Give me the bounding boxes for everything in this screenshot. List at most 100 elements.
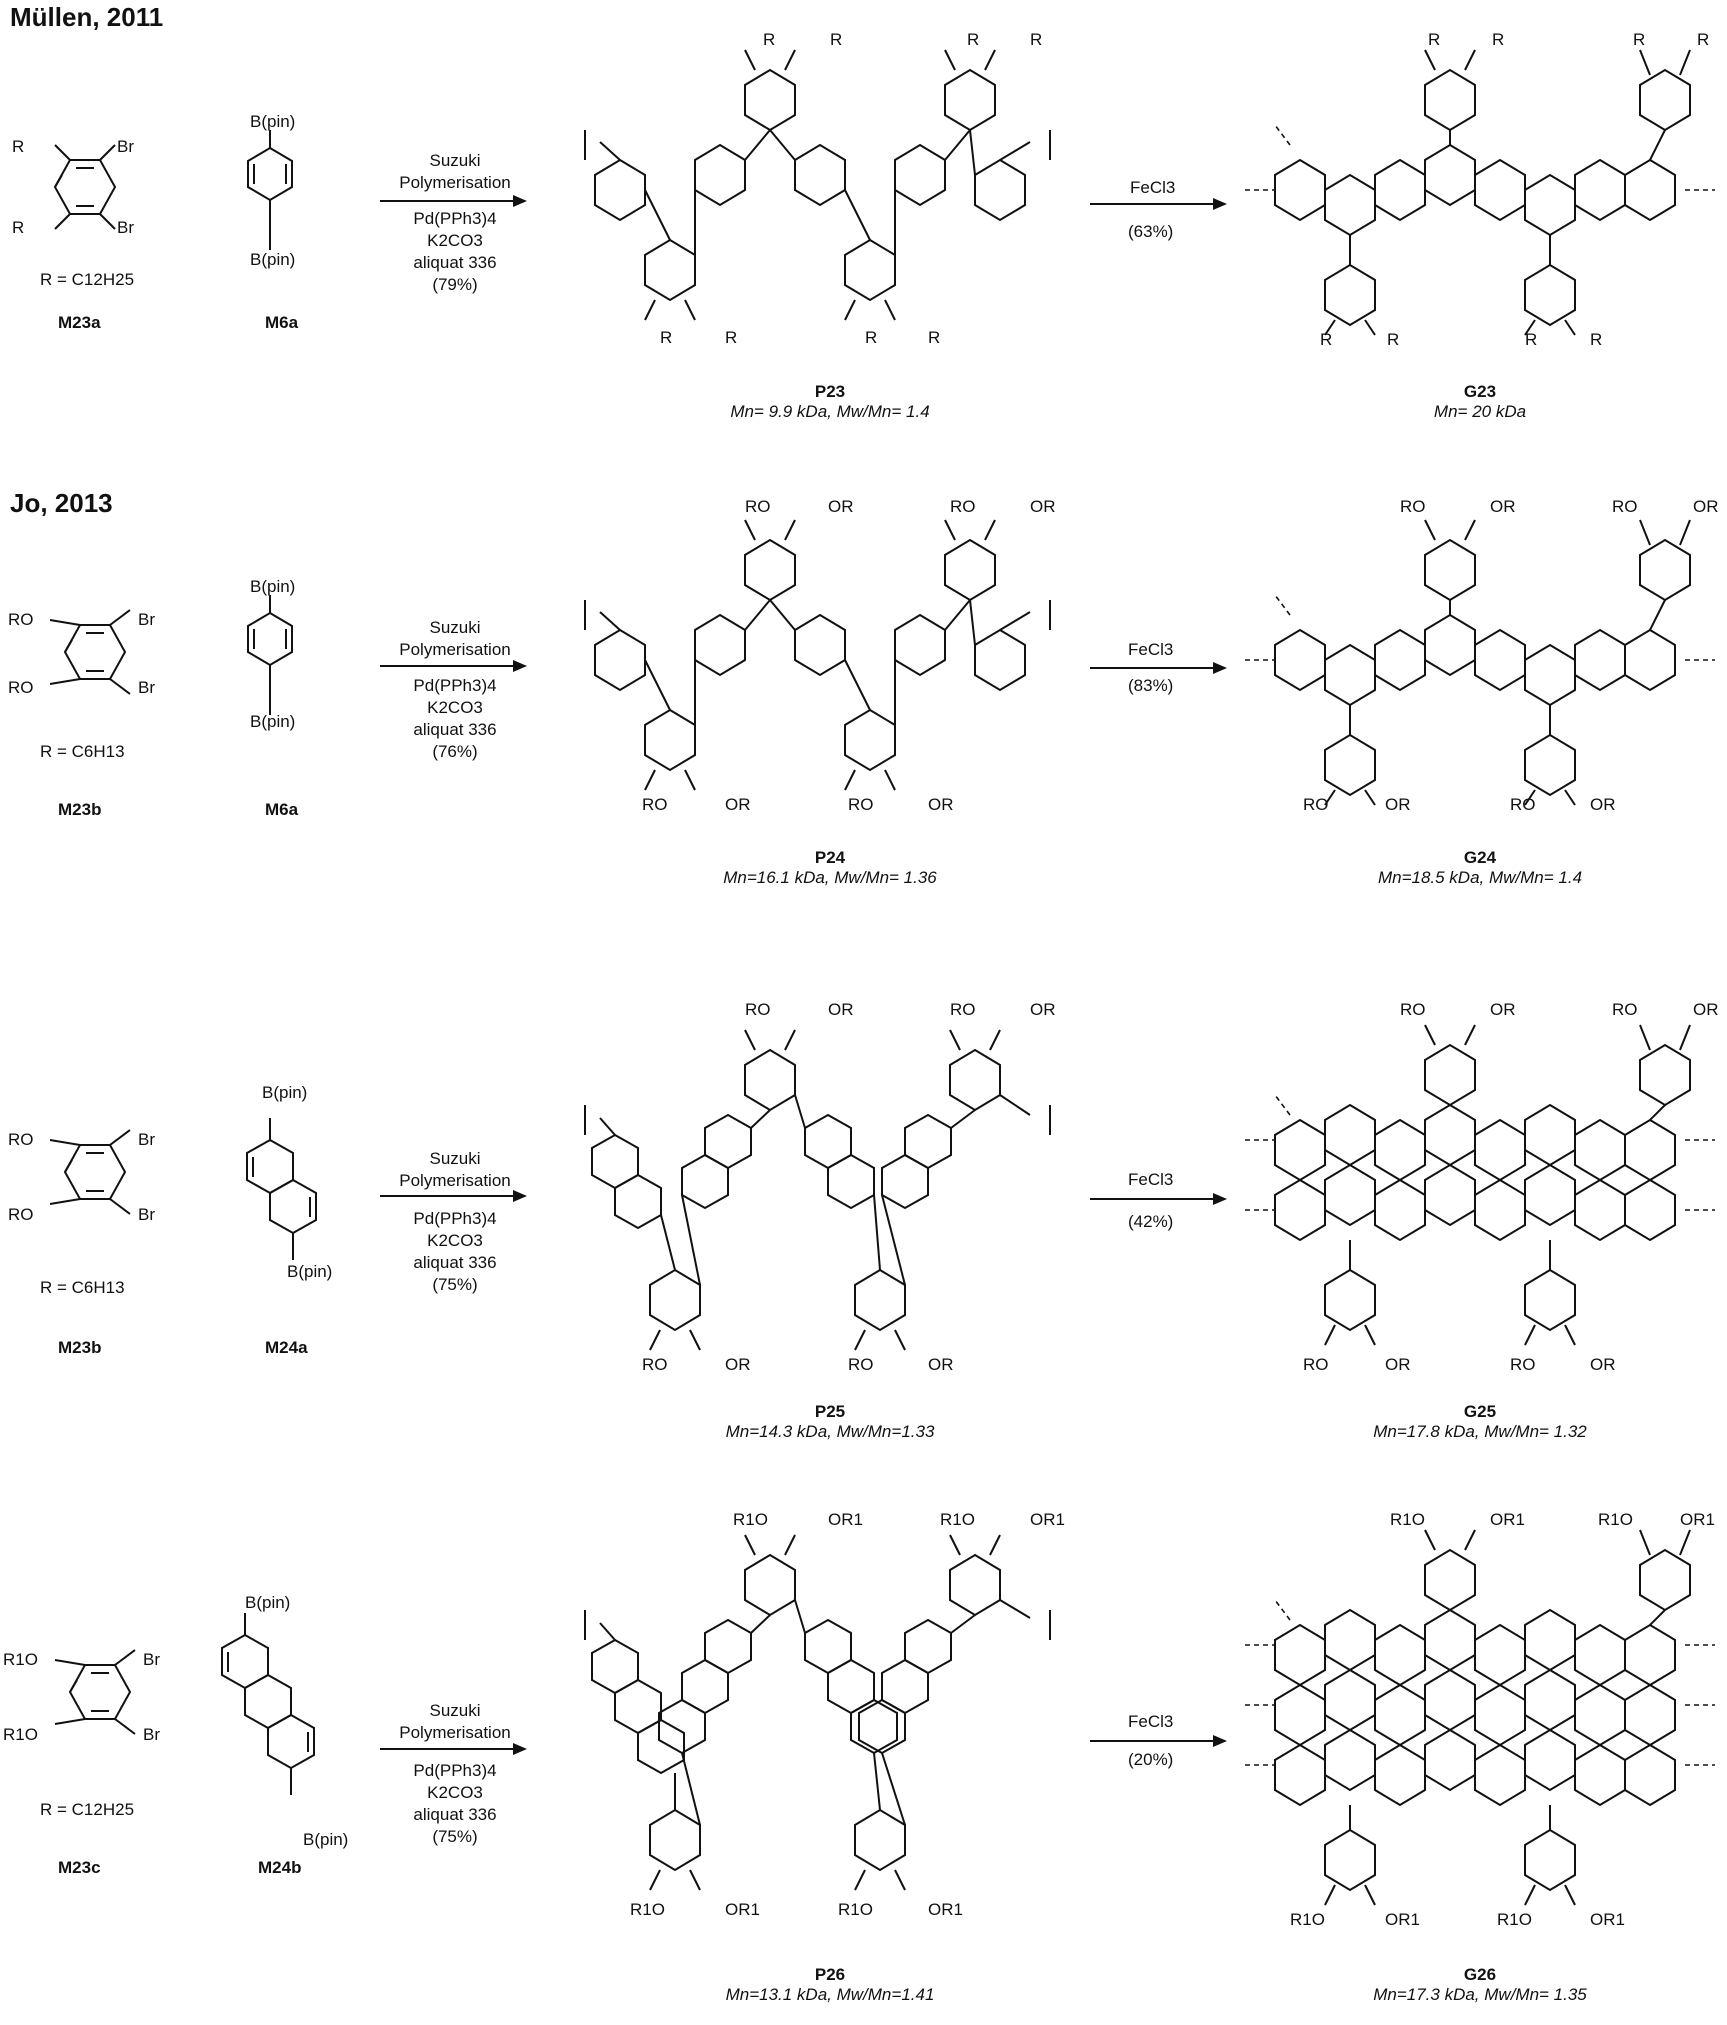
monomer-m24b-id: M24b (258, 1858, 302, 1877)
polymer-p26-substituent: OR1 (1030, 1510, 1065, 1529)
scheme-4-yield: (20%) (1128, 1750, 1174, 1769)
monomer-m23b-br-bottom: Br (138, 678, 155, 697)
monomer-m23c-structure (54, 1649, 136, 1735)
monomer-m24b-structure (221, 1613, 315, 1795)
product-g26-substituent: OR1 (1680, 1510, 1715, 1529)
product-g25-substituent: OR (1693, 1000, 1719, 1019)
product-g24-substituent: OR (1490, 497, 1516, 516)
polymer-p25-substituent: RO (848, 1355, 874, 1374)
polymer-p26-substituent: R1O (630, 1900, 665, 1919)
polymer-p24-substituent: OR (828, 497, 854, 516)
product-g25-structure (1245, 1024, 1715, 1346)
monomer-m23a-structure (53, 144, 117, 230)
polymer-p26-structure (584, 1534, 1051, 1891)
monomer-m23b-id: M23b (58, 1338, 102, 1357)
polymer-p24-structure (584, 519, 1051, 791)
product-g23-substituent: R (1590, 330, 1603, 349)
polymer-p25-substituent: OR (1030, 1000, 1056, 1019)
scheme-2-cyclodehydrogenation-arrow (1090, 662, 1227, 674)
monomer-m6a-bpin-bottom: B(pin) (250, 250, 296, 269)
polymer-p26-substituent: OR1 (725, 1900, 760, 1919)
polymer-p24-substituent: OR (928, 795, 954, 814)
product-g23-substituent: R (1633, 30, 1646, 49)
product-g26-substituent: R1O (1598, 1510, 1633, 1529)
product-g25-substituent: RO (1303, 1355, 1329, 1374)
polymer-p24-substituent: RO (950, 497, 976, 516)
monomer-m23b-ro-top: RO (8, 1130, 34, 1149)
monomer-m23b-r-definition: R = C6H13 (40, 742, 125, 761)
monomer-m24a-structure (246, 1118, 317, 1260)
product-g26-substituent: OR1 (1590, 1910, 1625, 1929)
polymer-p25-substituent: OR (928, 1355, 954, 1374)
polymer-p26-substituent: OR1 (828, 1510, 863, 1529)
monomer-m24b-bpin-top: B(pin) (245, 1593, 291, 1612)
polymer-p23-substituent: R (865, 328, 878, 347)
product-g25-substituent: RO (1400, 1000, 1426, 1019)
scheme-1-yield: (63%) (1128, 222, 1174, 241)
monomer-m23c-id: M23c (58, 1858, 101, 1877)
monomer-m23c-r1o-top: R1O (3, 1650, 38, 1669)
polymer-p26-substituent: OR1 (928, 1900, 963, 1919)
polymer-p23-substituent: R (928, 328, 941, 347)
monomer-m23a-r-top: R (12, 137, 25, 156)
monomer-m6a-bpin-top: B(pin) (250, 577, 296, 596)
product-g26-substituent: R1O (1497, 1910, 1532, 1929)
monomer-m23c-br-bottom: Br (143, 1725, 160, 1744)
polymer-p23-substituent: R (967, 30, 980, 49)
polymer-p23-substituent: R (830, 30, 843, 49)
monomer-m23b-br-bottom: Br (138, 1205, 155, 1224)
product-g23-substituent: R (1492, 30, 1505, 49)
product-g24-substituent: OR (1385, 795, 1411, 814)
monomer-m23a-r-bottom: R (12, 218, 25, 237)
product-g25-substituent: RO (1612, 1000, 1638, 1019)
product-g26-structure (1245, 1529, 1715, 1906)
polymer-p24-substituent: RO (848, 795, 874, 814)
product-g26-substituent: R1O (1390, 1510, 1425, 1529)
scheme-3-suzuki-arrow (380, 1190, 527, 1202)
product-g26-substituent: OR1 (1490, 1510, 1525, 1529)
product-g24-substituent: RO (1303, 795, 1329, 814)
scheme-4-suzuki-arrow (380, 1743, 527, 1755)
polymer-p25-substituent: RO (642, 1355, 668, 1374)
polymer-p23-structure (584, 49, 1051, 321)
monomer-m23b-r-definition: R = C6H13 (40, 1278, 125, 1297)
product-g24-substituent: RO (1612, 497, 1638, 516)
polymer-p24-substituent: RO (642, 795, 668, 814)
scheme-2-suzuki-arrow (380, 660, 527, 672)
polymer-p25-structure (584, 1029, 1051, 1351)
product-g25-substituent: OR (1590, 1355, 1616, 1374)
monomer-m23c-br-top: Br (143, 1650, 160, 1669)
monomer-m6a-structure (247, 595, 293, 715)
monomer-m24a-id: M24a (265, 1338, 308, 1357)
monomer-m6a-bpin-top: B(pin) (250, 112, 296, 131)
product-g25-substituent: OR (1490, 1000, 1516, 1019)
monomer-m23a-br-top: Br (117, 137, 134, 156)
product-g24-structure (1245, 519, 1715, 806)
scheme-4-cyclodehydrogenation-arrow (1090, 1735, 1227, 1747)
product-g23-substituent: R (1525, 330, 1538, 349)
product-g24-substituent: RO (1400, 497, 1426, 516)
scheme-4-reagent: FeCl3 (1128, 1712, 1174, 1731)
polymer-p26-substituent: R1O (940, 1510, 975, 1529)
scheme-1-suzuki-arrow (380, 195, 527, 207)
polymer-p25-substituent: OR (828, 1000, 854, 1019)
scheme-2-reagent: FeCl3 (1128, 640, 1174, 659)
scheme-1-reagent: FeCl3 (1130, 178, 1176, 197)
monomer-m23b-id: M23b (58, 800, 102, 819)
polymer-p25-substituent: RO (745, 1000, 771, 1019)
monomer-m23a-br-bottom: Br (117, 218, 134, 237)
monomer-m6a-id: M6a (265, 313, 299, 332)
monomer-m24a-bpin-top: B(pin) (262, 1083, 308, 1102)
product-g23-substituent: R (1428, 30, 1441, 49)
